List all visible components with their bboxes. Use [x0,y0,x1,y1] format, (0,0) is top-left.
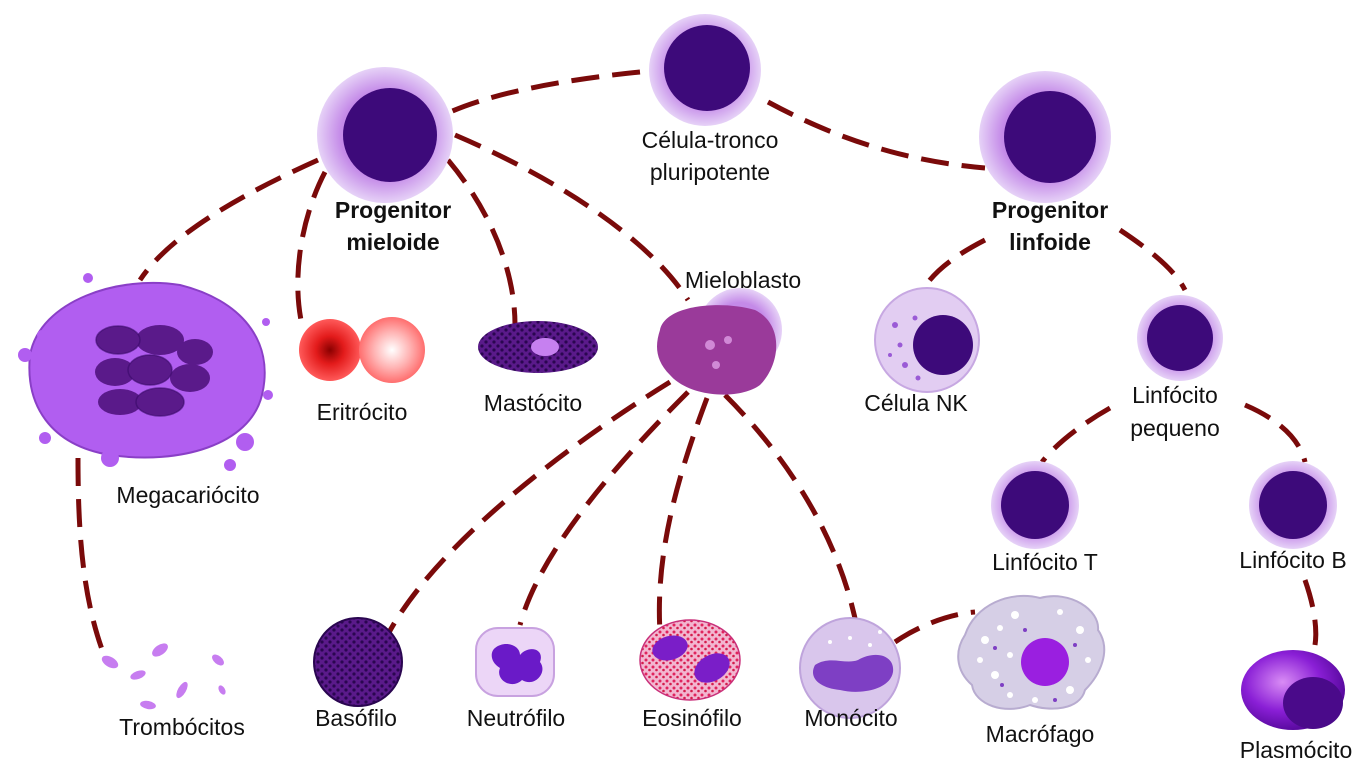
megakaryocyte-icon [18,273,273,471]
link-lymphoid-small-lymphocyte [1118,227,1188,292]
myeloid-label-1: Progenitor [335,197,451,223]
link-small-to-b [1244,402,1308,463]
macrophage-icon [957,594,1106,710]
lymphoid-label-2: linfoide [1009,229,1091,255]
link-small-to-t [1040,405,1112,464]
link-myeloblast-monocyte [723,393,860,629]
monocyte-icon [799,617,901,719]
myeloid-label-2: mieloide [346,229,439,255]
thrombocytes-icon [101,643,226,710]
link-myeloid-erythrocyte [295,170,328,326]
lineage-links [75,69,1319,661]
basophil-label: Basófilo [315,705,397,731]
myeloid-progenitor-icon [317,67,453,203]
link-myeloid-mastocyte [446,158,518,326]
nk-cell-label: Célula NK [864,390,968,416]
erythrocyte-label: Eritrócito [317,399,408,425]
myeloblast-icon [657,288,782,395]
plasmocyte-label: Plasmócito [1240,737,1352,763]
basophil-icon [313,617,403,707]
stem-label-1: Célula-tronco [642,127,779,153]
macrophage-label: Macrófago [986,721,1095,747]
neutrophil-label: Neutrófilo [467,705,565,731]
link-lymphoid-nk [917,237,987,297]
b-lymphocyte-label: Linfócito B [1239,547,1346,573]
small-lymphocyte-label-2: pequeno [1130,415,1220,441]
b-lymphocyte-icon [1249,461,1337,549]
link-myeloblast-neutrophil [517,390,690,626]
neutrophil-icon [475,627,555,697]
lymphoid-progenitor-icon [979,71,1111,203]
small-lymphocyte-label-1: Linfócito [1132,382,1218,408]
link-stem-lymphoid [766,99,986,171]
link-myeloid-megakaryocyte [137,157,320,282]
link-stem-myeloid [436,69,641,121]
stem-label-2: pluripotente [650,159,770,185]
link-monocyte-macrophage [893,609,976,645]
link-b-to-plasmocyte [1302,579,1319,646]
link-megakaryocyte-thrombocytes [75,457,109,661]
eosinophil-icon [639,619,741,701]
monocyte-label: Monócito [804,705,897,731]
eosinophil-label: Eosinófilo [642,705,742,731]
megakaryocyte-label: Megacariócito [116,482,259,508]
small-lymphocyte-icon [1137,295,1223,381]
nk-cell-icon [874,287,980,393]
link-myeloblast-basophil [382,379,672,642]
lymphoid-label-1: Progenitor [992,197,1108,223]
mastocyte-icon [478,321,598,373]
plasmocyte-icon [1241,650,1345,730]
t-lymphocyte-icon [991,461,1079,549]
erythrocyte-icon [299,317,425,383]
mastocyte-label: Mastócito [484,390,582,416]
stem-cell-icon [649,14,761,126]
t-lymphocyte-label: Linfócito T [992,549,1098,575]
thrombocytes-label: Trombócitos [119,714,245,740]
link-myeloblast-eosinophil [656,397,710,633]
link-myeloid-myeloblast [454,132,691,302]
